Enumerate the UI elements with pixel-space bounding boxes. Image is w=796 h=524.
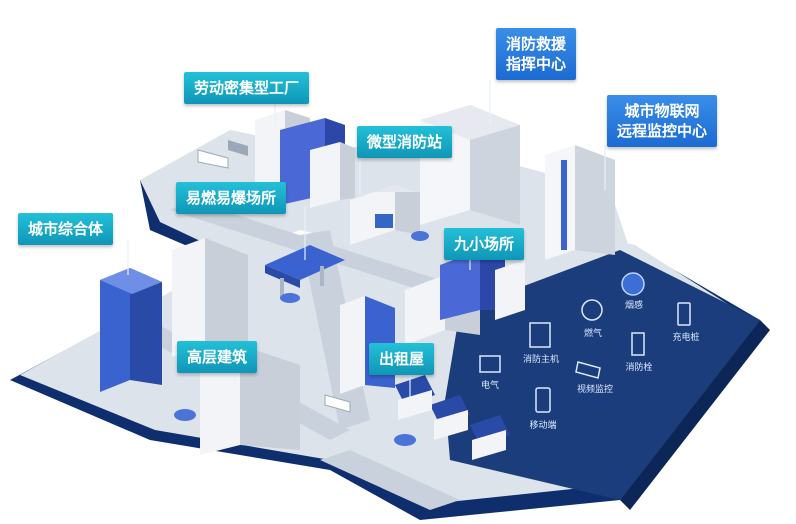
road-right — [320, 450, 460, 510]
label-fire-center-line2: 指挥中心 — [506, 55, 567, 73]
gas-station — [265, 245, 345, 303]
label-fire-command-center[interactable]: 消防救援 指挥中心 — [496, 28, 577, 80]
device-fire-host-caption: 消防主机 — [522, 355, 559, 365]
label-high-rise-text: 高层建筑 — [187, 348, 248, 366]
micro-fire-station-building — [350, 185, 420, 245]
label-iot-center[interactable]: 城市物联网 远程监控中心 — [607, 95, 718, 147]
bus-bottom — [324, 394, 351, 413]
label-labor-factory[interactable]: 劳动密集型工厂 — [184, 72, 310, 104]
label-rental-text: 出租屋 — [379, 350, 425, 368]
label-micro-station[interactable]: 微型消防站 — [357, 126, 453, 158]
video-camera-icon — [575, 361, 601, 379]
device-video-caption: 视频监控 — [576, 385, 613, 395]
urban-complex-building — [100, 268, 162, 392]
car-rental — [394, 434, 416, 446]
bus-top — [197, 149, 229, 169]
device-smoke-caption: 烟感 — [624, 301, 643, 311]
car-left — [174, 409, 196, 421]
fire-command-center-building — [420, 105, 520, 225]
fire-host-icon — [529, 322, 551, 348]
label-nine-small[interactable]: 九小场所 — [444, 228, 525, 260]
label-urban-complex-text: 城市综合体 — [28, 220, 104, 238]
rental-houses — [395, 375, 510, 460]
label-urban-complex[interactable]: 城市综合体 — [18, 213, 114, 245]
truck-top — [228, 140, 248, 156]
label-micro-station-text: 微型消防站 — [367, 133, 443, 151]
label-nine-small-text: 九小场所 — [454, 235, 515, 253]
smoke-detector-icon — [621, 272, 645, 296]
charger-icon — [677, 302, 691, 326]
device-panel-dark — [445, 250, 760, 500]
nine-small-sites-buildings — [405, 250, 525, 345]
label-high-rise[interactable]: 高层建筑 — [177, 341, 258, 373]
device-phone-caption: 移动端 — [529, 421, 557, 431]
label-labor-factory-text: 劳动密集型工厂 — [194, 79, 300, 97]
label-flammable[interactable]: 易燃易爆场所 — [176, 182, 287, 214]
electric-icon — [479, 355, 501, 373]
car-station — [411, 231, 429, 241]
device-panel-edge — [620, 320, 770, 510]
device-electric-caption: 电气 — [480, 381, 499, 391]
label-iot-center-line2: 远程监控中心 — [617, 122, 708, 140]
label-iot-center-line1: 城市物联网 — [624, 102, 700, 120]
phone-icon — [535, 387, 551, 413]
labor-factory-building — [255, 110, 355, 208]
device-hydrant-caption: 消防栓 — [625, 363, 653, 373]
gas-icon — [581, 299, 603, 321]
label-flammable-text: 易燃易爆场所 — [186, 189, 277, 207]
hydrant-icon — [631, 332, 645, 356]
residential-tower — [172, 238, 248, 357]
device-charger-caption: 充电桩 — [672, 333, 700, 343]
device-gas-caption: 燃气 — [583, 329, 602, 339]
label-rental[interactable]: 出租屋 — [369, 343, 435, 375]
label-fire-center-line1: 消防救援 — [506, 35, 567, 53]
